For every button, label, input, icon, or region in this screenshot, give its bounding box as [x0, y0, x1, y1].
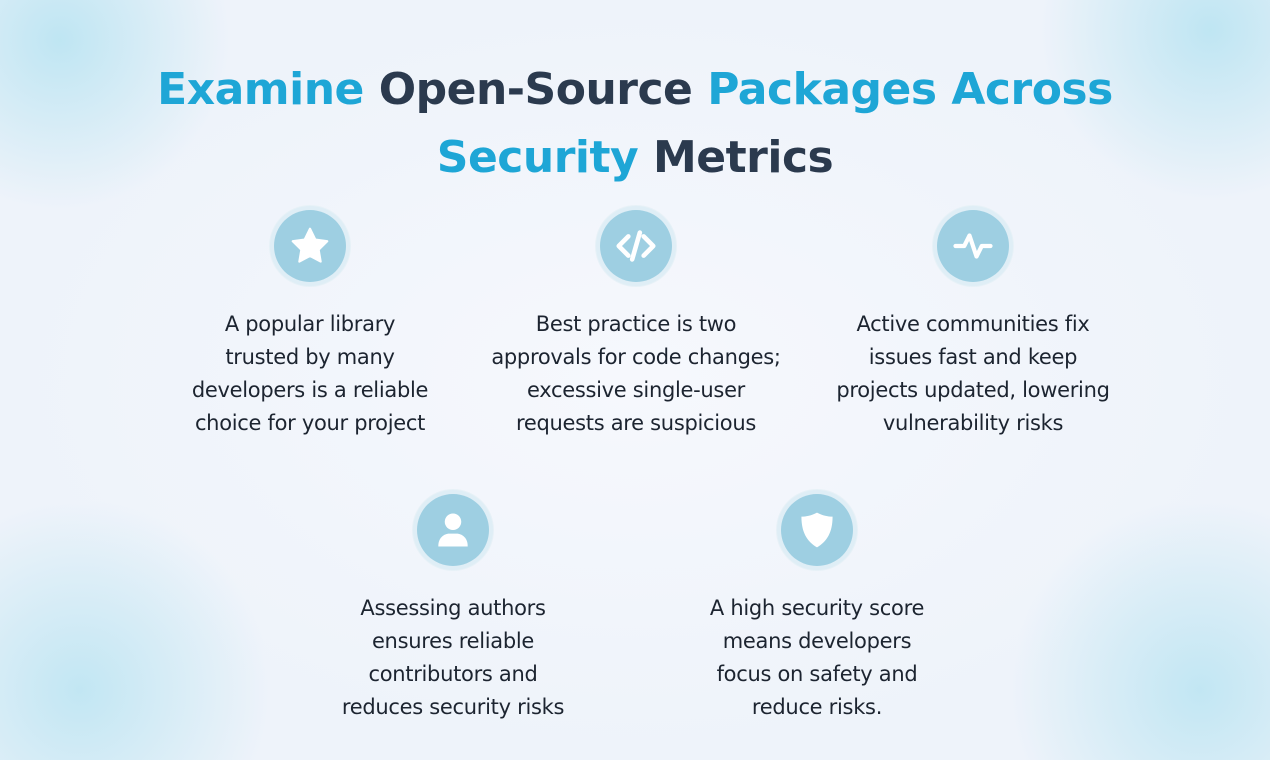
metric-card-code-review: Best practice is two approvals for code … — [486, 206, 786, 440]
metric-description: Active communities fix issues fast and k… — [836, 312, 1110, 435]
metric-description: A high security score means developers f… — [709, 596, 925, 719]
metric-description: A popular library trusted by many develo… — [191, 312, 429, 435]
icon-badge — [596, 206, 676, 286]
metric-description: Best practice is two approvals for code … — [491, 312, 781, 435]
shield-icon — [801, 512, 833, 548]
title-highlight: Examine — [157, 64, 364, 115]
metric-card-popularity: A popular library trusted by many develo… — [160, 206, 460, 440]
icon-badge — [413, 490, 493, 570]
title-line-1: Examine Open-Source Packages Across — [0, 56, 1270, 124]
metric-card-authors: Assessing authors ensures reliable contr… — [303, 490, 603, 724]
metric-description: Assessing authors ensures reliable contr… — [341, 596, 565, 719]
metric-card-activity: Active communities fix issues fast and k… — [823, 206, 1123, 440]
page-title: Examine Open-Source Packages Across Secu… — [0, 56, 1270, 192]
title-text: Open-Source — [363, 64, 708, 115]
title-highlight: Security — [436, 132, 639, 183]
title-text: Metrics — [638, 132, 834, 183]
icon-badge — [270, 206, 350, 286]
metric-card-security-score: A high security score means developers f… — [667, 490, 967, 724]
user-icon — [438, 513, 468, 547]
star-icon — [291, 227, 329, 263]
title-highlight: Packages Across — [707, 64, 1113, 115]
icon-badge — [777, 490, 857, 570]
activity-icon — [953, 233, 993, 259]
code-icon — [616, 230, 656, 262]
icon-badge — [933, 206, 1013, 286]
title-line-2: Security Metrics — [0, 124, 1270, 192]
